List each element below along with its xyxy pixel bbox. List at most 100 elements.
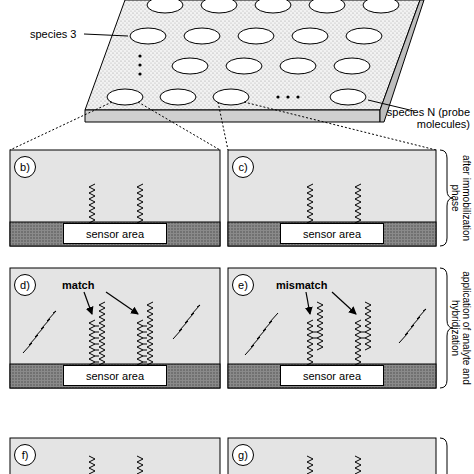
dna-strand [355, 320, 361, 365]
base-pair [143, 338, 147, 339]
probe-spot [309, 0, 345, 13]
dna-strand [355, 456, 361, 474]
probe-spot [201, 0, 237, 13]
ellipsis-dots [138, 63, 141, 66]
sensor-label: sensor area [303, 228, 361, 240]
dna-strand [89, 320, 95, 365]
probe-spot [107, 0, 399, 105]
panel [228, 268, 436, 388]
dna-strand [137, 184, 143, 223]
probe-spot [172, 58, 208, 74]
sensor-label: sensor area [303, 370, 361, 382]
substrate-band [10, 222, 220, 246]
probe-spot [238, 28, 274, 44]
substrate-band [10, 222, 436, 388]
base-pair [95, 350, 99, 351]
chip-plate [85, 0, 424, 122]
substrate-band [228, 364, 436, 388]
species-label: species 3 [30, 28, 90, 40]
probe-spot [130, 28, 166, 44]
base-pair [361, 332, 365, 333]
panel-letter: b) [20, 161, 30, 173]
target-strand [399, 309, 426, 343]
chip-plate [85, 110, 380, 122]
ellipsis-dots [138, 72, 141, 75]
panel-letter-circle: f) [14, 444, 36, 466]
dna-strand [89, 184, 95, 223]
panel-letter-circle: d) [14, 274, 36, 296]
panel-letter: d) [20, 279, 30, 291]
dna-strand [137, 456, 143, 474]
base-pair [143, 350, 147, 351]
zoom-line [10, 102, 436, 150]
base-pair [143, 356, 147, 357]
probe-spot [160, 89, 196, 105]
probe-spot [346, 28, 382, 44]
panel [10, 150, 220, 246]
probe-spot [107, 89, 143, 105]
panel-letter: c) [238, 161, 247, 173]
sensor-label: sensor area [86, 228, 144, 240]
panel-letter: f) [22, 449, 29, 461]
dna-strand [365, 302, 371, 350]
probe-spot [255, 0, 291, 13]
base-pair [143, 362, 147, 363]
match-label: match [62, 279, 122, 291]
probe-spot [330, 89, 366, 105]
phase-label: application of analyte and hybridization [450, 269, 472, 387]
panel-letter-circle: c) [232, 156, 254, 178]
dna-strand [23, 184, 426, 474]
chip-plate [380, 0, 424, 122]
phase-label: after immobilization phase [450, 148, 472, 248]
sensor-area-box: sensor area [280, 223, 384, 244]
probe-spot [184, 28, 220, 44]
dna-strand [89, 456, 95, 474]
dna-strand [137, 320, 143, 365]
zoom-line [138, 102, 220, 150]
base-pair [95, 362, 99, 363]
dna-strand [147, 302, 153, 365]
ellipsis-dots [296, 95, 299, 98]
panel-letter-circle: g) [232, 444, 254, 466]
target-strand [23, 311, 56, 353]
panel [10, 438, 220, 474]
dna-strand [307, 456, 313, 474]
leader-line [84, 34, 128, 36]
panel [10, 150, 436, 474]
dna-strand [317, 302, 323, 350]
zoom-line [218, 102, 228, 150]
dna-strand [99, 302, 105, 365]
target-strand [173, 305, 200, 339]
base-pair [95, 356, 99, 357]
panel-letter: g) [238, 449, 248, 461]
base-pair [143, 326, 147, 327]
sensor-area-box: sensor area [63, 223, 167, 244]
leader-line [84, 34, 414, 111]
ellipsis-dots [138, 54, 141, 57]
base-pair [313, 338, 317, 339]
dna-strand [355, 184, 361, 223]
dna-strand [307, 320, 313, 365]
panel-letter: e) [238, 279, 248, 291]
mismatch-label: mismatch [276, 279, 356, 291]
panel-letter-circle: b) [14, 156, 36, 178]
sensor-label: sensor area [86, 370, 144, 382]
zoom-line [10, 102, 112, 150]
ellipsis-dots [276, 95, 279, 98]
probe-spot [363, 0, 399, 13]
panel [10, 268, 220, 388]
panel-letter-circle: e) [232, 274, 254, 296]
pointer-arrow [332, 292, 356, 314]
sensor-area-box: sensor area [63, 365, 167, 386]
probe-spot [280, 58, 316, 74]
target-strand [245, 313, 278, 355]
sensor-area-box: sensor area [280, 365, 384, 386]
pointer-arrow [106, 292, 138, 314]
substrate-band [228, 222, 436, 246]
ellipsis-dots [138, 54, 299, 98]
probe-spot [334, 58, 370, 74]
pointer-arrow [84, 292, 356, 314]
species-label: species N (probe molecules) [374, 106, 470, 130]
probe-spot [226, 58, 262, 74]
